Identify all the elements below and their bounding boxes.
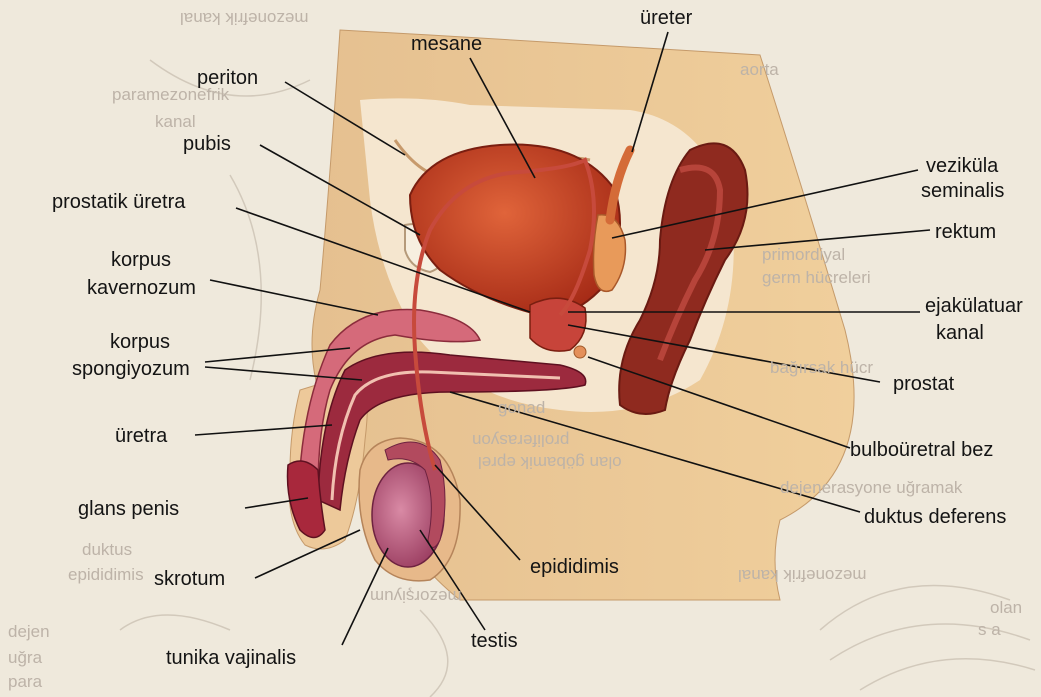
bg-text-ugra: uğra: [8, 648, 42, 668]
bg-text-sa: s a: [978, 620, 1001, 640]
prostate-gland: [530, 298, 586, 351]
bg-text-dejenerasyone: dejenerasyone uğramak: [780, 478, 962, 498]
bg-text-gobek: olan göbamik eprel: [478, 452, 622, 472]
label-seminalis: seminalis: [921, 179, 1004, 203]
label-spongiyozum: spongiyozum: [72, 357, 190, 381]
label-vezikula: veziküla: [926, 154, 998, 178]
bg-text-mezonefrik-top: mezonefrik kanal: [180, 8, 309, 28]
label-skrotum: skrotum: [154, 567, 225, 591]
bg-text-aorta: aorta: [740, 60, 779, 80]
label-epididimis: epididimis: [530, 555, 619, 579]
bg-text-kanal: kanal: [155, 112, 196, 132]
label-duktus-deferens: duktus deferens: [864, 505, 1006, 529]
label-tunika-vajinalis: tunika vajinalis: [166, 646, 296, 670]
label-kanal: kanal: [936, 321, 984, 345]
label-korpus-2: korpus: [110, 330, 170, 354]
bg-text-epididimis: epididimis: [68, 565, 144, 585]
label-prostat: prostat: [893, 372, 954, 396]
bg-text-olan: olan: [990, 598, 1022, 618]
label-periton: periton: [197, 66, 258, 90]
bg-text-proliferasyon: proliferasyon: [472, 430, 569, 450]
bg-text-bagirsak: bağırsak hücr: [770, 358, 873, 378]
label-kavernozum: kavernozum: [87, 276, 196, 300]
bg-text-primordiyal: primordiyal: [762, 245, 845, 265]
bulbourethral-gland: [574, 346, 586, 358]
bg-text-para: para: [8, 672, 42, 692]
label-bulbouretral-bez: bulboüretral bez: [850, 438, 993, 462]
bg-text-gonad: gonad: [498, 398, 545, 418]
bg-text-germ: germ hücreleri: [762, 268, 871, 288]
bg-text-duktus: duktus: [82, 540, 132, 560]
bg-text-mezonefrik-bottom: mezonefrik kanal: [738, 565, 867, 585]
bg-text-dejen: dejen: [8, 622, 50, 642]
label-glans-penis: glans penis: [78, 497, 179, 521]
label-uretra: üretra: [115, 424, 167, 448]
label-ureter: üreter: [640, 6, 692, 30]
label-prostatik-uretra: prostatik üretra: [52, 190, 185, 214]
label-testis: testis: [471, 629, 518, 653]
label-pubis: pubis: [183, 132, 231, 156]
label-korpus-1: korpus: [111, 248, 171, 272]
label-mesane: mesane: [411, 32, 482, 56]
bg-text-mezorsiyum: mezorşiyum: [370, 586, 462, 606]
label-rektum: rektum: [935, 220, 996, 244]
label-ejakulatuar: ejakülatuar: [925, 294, 1023, 318]
